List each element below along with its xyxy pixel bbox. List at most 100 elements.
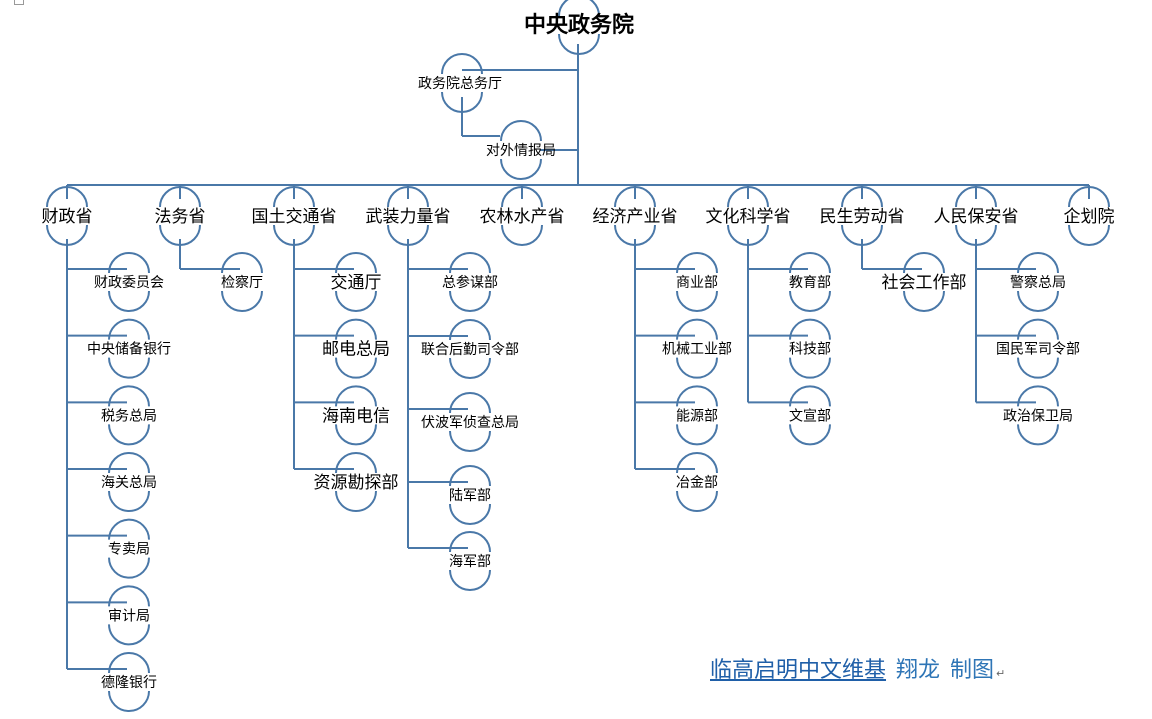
sub-node-2-2-top-arc: [335, 385, 377, 407]
ministry-node-9-top-arc: [1068, 186, 1110, 208]
general-office-node-top-arc: [441, 53, 483, 75]
sub-node-3-3-top-arc: [449, 465, 491, 487]
sub-label-0-3: 海关总局: [101, 475, 157, 491]
sub-node-0-0-bottom-arc: [108, 290, 150, 312]
sub-node-2-1-bottom-arc: [335, 357, 377, 379]
ministry-label-7: 民生劳动省: [820, 207, 905, 227]
sub-node-8-2-top-arc: [1017, 385, 1059, 407]
sub-label-6-2: 文宣部: [789, 408, 831, 424]
sub-node-0-5-bottom-arc: [108, 624, 150, 646]
ministry-label-5: 经济产业省: [593, 207, 678, 227]
sub-node-3-1-bottom-arc: [449, 357, 491, 379]
ministry-label-6: 文化科学省: [706, 207, 791, 227]
sub-node-5-3-top-arc: [676, 452, 718, 474]
sub-node-8-2-bottom-arc: [1017, 424, 1059, 446]
ministry-node-2-top-arc: [273, 186, 315, 208]
sub-label-3-1: 联合后勤司令部: [421, 342, 519, 358]
ministry-label-0: 财政省: [42, 207, 93, 227]
sub-node-6-1-top-arc: [789, 318, 831, 340]
sub-node-5-2-bottom-arc: [676, 424, 718, 446]
sub-node-0-4-bottom-arc: [108, 557, 150, 579]
sub-node-5-1-top-arc: [676, 318, 718, 340]
sub-label-0-4: 专卖局: [108, 542, 150, 558]
intel-bureau-node-bottom-arc: [500, 158, 542, 180]
sub-label-3-2: 伏波军侦查总局: [421, 415, 519, 431]
ministry-node-9-bottom-arc: [1068, 224, 1110, 246]
sub-label-6-1: 科技部: [789, 342, 831, 358]
sub-label-3-3: 陆军部: [449, 488, 491, 504]
sub-node-3-4-bottom-arc: [449, 569, 491, 591]
sub-node-0-2-bottom-arc: [108, 424, 150, 446]
ministry-label-2: 国土交通省: [252, 207, 337, 227]
sub-node-5-0-bottom-arc: [676, 290, 718, 312]
ministry-label-9: 企划院: [1064, 207, 1115, 227]
credit-suffix: 制图: [950, 658, 995, 683]
sub-node-6-2-bottom-arc: [789, 424, 831, 446]
sub-node-3-0-top-arc: [449, 252, 491, 274]
sub-label-7-0: 社会工作部: [882, 273, 967, 293]
sub-node-3-3-bottom-arc: [449, 503, 491, 525]
sub-label-8-1: 国民军司令部: [996, 342, 1080, 358]
ministry-node-8-top-arc: [955, 186, 997, 208]
sub-label-2-1: 邮电总局: [322, 340, 390, 360]
sub-node-5-0-top-arc: [676, 252, 718, 274]
ministry-node-1-top-arc: [159, 186, 201, 208]
root-node-top-arc: [558, 0, 600, 17]
sub-node-1-0-top-arc: [221, 252, 263, 274]
ministry-node-7-top-arc: [841, 186, 883, 208]
intel-bureau-label: 对外情报局: [486, 143, 556, 159]
author-name: 翔龙: [896, 658, 941, 683]
ministry-node-4-bottom-arc: [501, 224, 543, 246]
sub-node-8-0-bottom-arc: [1017, 290, 1059, 312]
sub-node-6-1-bottom-arc: [789, 357, 831, 379]
sub-label-3-0: 总参谋部: [442, 274, 498, 291]
sub-label-2-0: 交通厅: [331, 273, 382, 293]
sub-node-7-0-top-arc: [903, 252, 945, 274]
sub-node-0-6-top-arc: [108, 652, 150, 674]
sub-node-8-0-top-arc: [1017, 252, 1059, 274]
sub-label-2-2: 海南电信: [322, 406, 390, 426]
sub-node-8-1-bottom-arc: [1017, 357, 1059, 379]
sub-node-0-1-bottom-arc: [108, 357, 150, 379]
sub-node-3-4-top-arc: [449, 531, 491, 553]
sub-label-0-6: 德隆银行: [101, 675, 157, 691]
sub-node-0-3-bottom-arc: [108, 490, 150, 512]
sub-node-2-3-bottom-arc: [335, 490, 377, 512]
sub-node-5-2-top-arc: [676, 385, 718, 407]
sub-node-3-2-bottom-arc: [449, 430, 491, 452]
sub-node-0-0-top-arc: [108, 252, 150, 274]
sub-label-2-3: 资源勘探部: [314, 473, 399, 493]
sub-node-0-3-top-arc: [108, 452, 150, 474]
wiki-link[interactable]: 临高启明中文维基: [710, 658, 887, 683]
sub-node-1-0-bottom-arc: [221, 290, 263, 312]
ministry-node-4-top-arc: [501, 186, 543, 208]
sub-node-6-0-bottom-arc: [789, 290, 831, 312]
sub-node-3-2-top-arc: [449, 392, 491, 414]
sub-label-0-0: 财政委员会: [94, 275, 164, 291]
credit-line: 临高启明中文维基翔龙制图↵: [710, 652, 1005, 684]
sub-label-5-3: 冶金部: [676, 475, 718, 491]
sub-node-2-1-top-arc: [335, 318, 377, 340]
ministry-label-8: 人民保安省: [934, 207, 1019, 227]
sub-label-5-2: 能源部: [676, 408, 718, 424]
sub-node-5-1-bottom-arc: [676, 357, 718, 379]
intel-bureau-node-top-arc: [500, 120, 542, 142]
ministry-node-0-top-arc: [46, 186, 88, 208]
sub-node-3-0-bottom-arc: [449, 290, 491, 312]
ministry-label-1: 法务省: [155, 207, 206, 227]
sub-label-5-1: 机械工业部: [662, 342, 732, 358]
sub-node-2-2-bottom-arc: [335, 424, 377, 446]
sub-label-0-2: 税务总局: [101, 408, 157, 424]
ministry-node-6-top-arc: [727, 186, 769, 208]
sub-node-0-5-top-arc: [108, 585, 150, 607]
sub-node-8-1-top-arc: [1017, 318, 1059, 340]
sub-label-6-0: 教育部: [789, 275, 831, 291]
sub-label-5-0: 商业部: [676, 275, 718, 291]
sub-label-8-0: 警察总局: [1010, 274, 1066, 291]
sub-node-0-6-bottom-arc: [108, 690, 150, 712]
sub-node-2-0-bottom-arc: [335, 290, 377, 312]
sub-label-8-2: 政治保卫局: [1003, 408, 1073, 424]
sub-node-2-3-top-arc: [335, 452, 377, 474]
sub-label-0-1: 中央储备银行: [87, 341, 171, 358]
